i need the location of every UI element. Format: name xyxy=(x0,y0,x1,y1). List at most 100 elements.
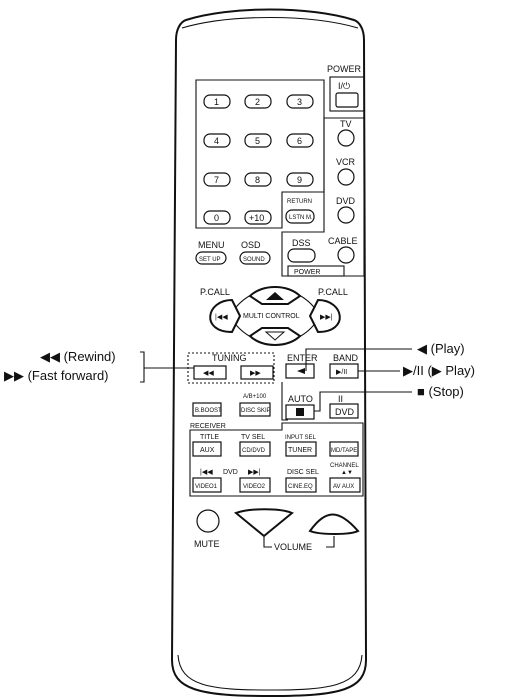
volume-bracket-left xyxy=(263,536,272,548)
skip-forward-icon: ▶▶| xyxy=(320,314,333,321)
aux-label: AUX xyxy=(200,447,215,454)
key-0-label: 0 xyxy=(214,213,219,223)
key-1[interactable] xyxy=(203,94,231,109)
return-label: RETURN xyxy=(287,199,312,205)
play-reverse-callout: ◀ (Play) xyxy=(417,341,465,356)
bboost-label: B.BOOST xyxy=(195,408,222,414)
power-button[interactable] xyxy=(335,92,359,108)
next-button[interactable] xyxy=(308,298,341,334)
menu-label: MENU xyxy=(198,240,225,250)
key-6[interactable] xyxy=(286,133,314,148)
listen-mode-label: LSTN M. xyxy=(289,215,313,221)
dvd-power-label: DVD xyxy=(336,196,356,206)
key-0[interactable] xyxy=(203,210,231,225)
dvd-skip-forward-icon: ▶▶| xyxy=(248,469,261,476)
key-2[interactable] xyxy=(244,94,272,109)
av-aux-button[interactable] xyxy=(329,477,361,493)
number-keys: 1 2 3 4 5 6 7 8 9 0 +10 xyxy=(203,94,314,225)
rewind-callout: ◀◀ (Rewind) xyxy=(40,349,116,364)
tv-power-button[interactable] xyxy=(337,129,355,147)
fast-forward-button[interactable] xyxy=(240,365,274,380)
key-8-label: 8 xyxy=(255,175,260,185)
source-power-frame xyxy=(281,117,365,277)
key-4[interactable] xyxy=(203,133,231,148)
video2-button[interactable] xyxy=(239,477,271,493)
key-9[interactable] xyxy=(286,172,314,187)
cable-power-button[interactable] xyxy=(337,246,355,264)
cine-eq-label: CINE.EQ xyxy=(288,484,313,490)
key-1-label: 1 xyxy=(214,97,219,107)
dvd-source-button[interactable] xyxy=(329,403,359,419)
tuning-label: TUNING xyxy=(212,353,247,363)
key-5-label: 5 xyxy=(255,136,260,146)
tuning-divider-line xyxy=(281,382,288,421)
dvd-source-label: DVD xyxy=(335,407,355,417)
av-aux-label: AV AUX xyxy=(333,484,354,490)
cable-label: CABLE xyxy=(328,236,358,246)
video1-label: VIDEO1 xyxy=(195,484,218,490)
rewind-icon: ◀◀ xyxy=(203,370,214,377)
md-tape-button[interactable] xyxy=(329,441,359,457)
play-reverse-icon xyxy=(297,368,305,374)
play-pause-callout: ▶/II (▶ Play) xyxy=(403,363,475,378)
channel-label: CHANNEL xyxy=(330,463,359,469)
cd-dvd-button[interactable] xyxy=(239,441,271,457)
md-tape-label: MD/TAPE xyxy=(331,448,357,454)
rewind-button[interactable] xyxy=(193,365,227,380)
disc-skip-button[interactable] xyxy=(239,402,271,417)
key-7-label: 7 xyxy=(214,175,219,185)
dss-label: DSS xyxy=(292,238,311,248)
key-7[interactable] xyxy=(203,172,231,187)
disc-skip-label: DISC SKIP xyxy=(241,408,271,414)
stop-icon xyxy=(296,408,304,416)
volume-up-button[interactable] xyxy=(308,513,360,535)
fast-forward-callout: ▶▶ (Fast forward) xyxy=(4,368,109,383)
listen-mode-button[interactable] xyxy=(285,209,315,224)
band-label: BAND xyxy=(333,353,359,363)
pcall-right-label: P.CALL xyxy=(318,287,348,297)
volume-down-button[interactable] xyxy=(233,508,294,538)
remote-top-bevel xyxy=(181,16,359,29)
key-8[interactable] xyxy=(244,172,272,187)
enter-label: ENTER xyxy=(287,353,318,363)
sound-button[interactable] xyxy=(239,251,271,265)
tuner-button[interactable] xyxy=(285,441,317,457)
key-5[interactable] xyxy=(244,133,272,148)
prev-button[interactable] xyxy=(209,298,242,334)
vcr-power-button[interactable] xyxy=(337,168,355,186)
mute-button[interactable] xyxy=(196,509,220,533)
key-6-label: 6 xyxy=(297,136,302,146)
dvd-power-button[interactable] xyxy=(337,206,355,224)
setup-button[interactable] xyxy=(195,251,227,265)
key-2-label: 2 xyxy=(255,97,260,107)
sound-label: SOUND xyxy=(243,257,265,263)
play-pause-icon: ▶/II xyxy=(336,369,347,376)
key-9-label: 9 xyxy=(297,175,302,185)
dvd-skip-back-icon: |◀◀ xyxy=(200,469,213,476)
power-frame xyxy=(329,76,365,112)
key-plus10[interactable] xyxy=(244,210,272,225)
dss-power-button[interactable] xyxy=(287,248,316,263)
volume-bracket-right xyxy=(326,536,335,548)
bboost-button[interactable] xyxy=(192,402,222,417)
down-arrow-icon xyxy=(264,331,286,341)
key-plus10-label: +10 xyxy=(249,213,264,223)
pcall-left-label: P.CALL xyxy=(200,287,230,297)
ab100-label: A/B+100 xyxy=(243,394,267,400)
receiver-frame xyxy=(189,422,364,497)
left-callout-bracket xyxy=(140,351,145,383)
cine-eq-button[interactable] xyxy=(285,477,317,493)
keypad-frame xyxy=(195,79,325,229)
tuner-label: TUNER xyxy=(288,447,312,454)
channel-updown-icon: ▲▼ xyxy=(341,470,353,476)
key-3[interactable] xyxy=(286,94,314,109)
video2-label: VIDEO2 xyxy=(243,484,266,490)
disc-sel-label: DISC SEL xyxy=(287,469,319,476)
power-toggle-label: I/⏻ xyxy=(338,81,350,91)
cd-dvd-label: CD/DVD xyxy=(242,448,266,454)
video1-button[interactable] xyxy=(192,477,222,493)
up-arrow-icon xyxy=(266,292,284,300)
fast-forward-icon: ▶▶ xyxy=(250,370,261,377)
aux-button[interactable] xyxy=(192,441,222,457)
